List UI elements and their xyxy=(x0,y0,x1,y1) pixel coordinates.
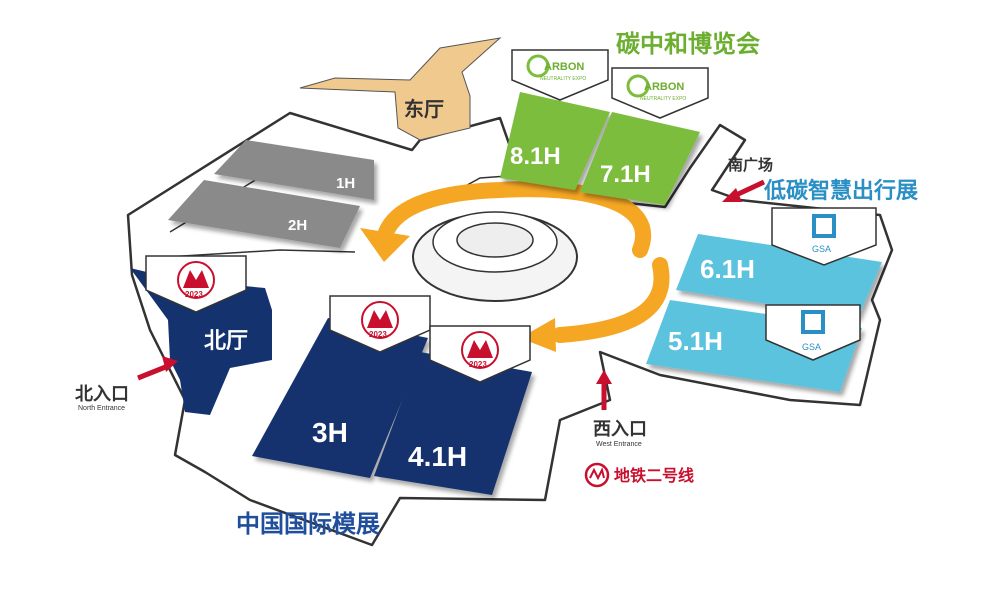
south-entrance-arrow xyxy=(732,179,766,199)
circulation-arrowhead-bottom xyxy=(520,318,556,352)
metro-line-label: 地铁二号线 xyxy=(614,466,694,485)
carbon-badge-subtext: NEUTRALITY EXPO xyxy=(540,76,586,82)
gsa-badge-text: GSA xyxy=(802,342,821,352)
circulation-arrow-top xyxy=(377,181,651,258)
carbon-leaf-icon xyxy=(526,54,550,78)
model-year: 2023 xyxy=(185,290,203,299)
west-entrance-en: West Entrance xyxy=(596,441,642,448)
hall-3h-label: 3H xyxy=(312,417,348,448)
hall-61h-label: 6.1H xyxy=(700,254,755,284)
hall-71h-shape xyxy=(580,112,700,205)
gsa-logo-icon xyxy=(801,310,825,334)
carbon-badge-71: ARBON NEUTRALITY EXPO xyxy=(611,67,709,119)
hall-51h-label: 5.1H xyxy=(668,326,723,356)
model-badge-41h: 2023 xyxy=(429,325,531,383)
hall-41h-shape xyxy=(374,352,532,495)
gsa-badge-51: GSA xyxy=(765,304,861,361)
gsa-badge-text: GSA xyxy=(812,244,831,254)
east-hall-shape xyxy=(299,37,502,141)
circulation-arrow-bottom xyxy=(552,257,670,343)
carbon-badge-81: ARBON NEUTRALITY EXPO xyxy=(511,49,609,101)
hall-41h-label: 4.1H xyxy=(408,441,467,472)
model-badge-north: 2023 xyxy=(145,255,247,313)
hall-2h-shape xyxy=(168,180,360,248)
model-badge-3h: 2023 xyxy=(329,295,431,353)
hall-3h-shape xyxy=(252,318,428,478)
center-ring-inner xyxy=(456,222,534,258)
east-hall-label: 东厅 xyxy=(404,97,444,121)
hall-1h-shape xyxy=(214,140,374,200)
north-hall-shape xyxy=(130,268,272,415)
model-expo-title: 中国国际模展 xyxy=(236,510,380,538)
carbon-leaf-icon xyxy=(626,74,650,98)
gsa-badge-61: GSA xyxy=(771,207,877,266)
hall-2h-label: 2H xyxy=(288,217,307,234)
west-entrance-label: 西入口 xyxy=(593,419,647,440)
hall-1h-label: 1H xyxy=(336,175,355,192)
north-entrance-label: 北入口 xyxy=(75,384,129,405)
carbon-expo-title: 碳中和博览会 xyxy=(616,30,760,58)
north-entrance-arrow xyxy=(137,363,169,381)
hall-81h-label: 8.1H xyxy=(510,143,561,170)
low-carbon-mobility-title: 低碳智慧出行展 xyxy=(763,178,918,204)
model-year: 2023 xyxy=(369,330,387,339)
north-entrance-en: North Entrance xyxy=(78,405,125,412)
south-plaza-label: 南广场 xyxy=(728,156,773,174)
carbon-badge-subtext: NEUTRALITY EXPO xyxy=(640,96,686,102)
circulation-arrowhead-left xyxy=(360,228,410,262)
hall-71h-label: 7.1H xyxy=(600,161,651,188)
north-hall-label: 北厅 xyxy=(204,329,248,354)
carbon-badge-text: ARBON xyxy=(644,81,684,93)
hall-81h-shape xyxy=(500,92,610,190)
carbon-badge-text: ARBON xyxy=(544,61,584,73)
model-year: 2023 xyxy=(469,360,487,369)
gsa-logo-icon xyxy=(812,214,836,238)
